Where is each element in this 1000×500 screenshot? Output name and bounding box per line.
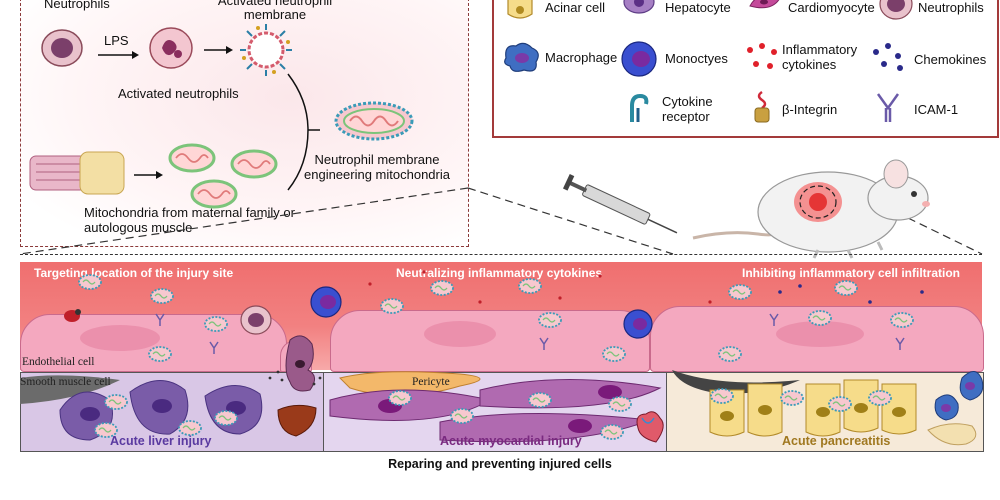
zoom-line-right <box>907 217 983 255</box>
chemokine-dots-icon <box>778 284 924 304</box>
legend-label-cardiomyocyte: Cardiomyocyte <box>788 0 875 15</box>
section-title-inhibiting: Inhibiting inflammatory cell infiltratio… <box>742 266 961 280</box>
neutrophil-icon <box>879 0 913 20</box>
monocyte-icon <box>310 286 342 318</box>
macrophage-icon <box>504 42 539 72</box>
icam-icon <box>155 313 905 354</box>
activated-neutrophil-icon <box>149 27 193 69</box>
legend-label-acinar: Acinar cell <box>545 0 605 15</box>
endothelial-nuclei <box>80 321 864 351</box>
cardiomyocyte-icon <box>479 379 662 409</box>
membrane-vesicle-icon <box>240 24 292 76</box>
macrophage-icon <box>959 371 984 401</box>
engineering-label: Neutrophil membrane engineering mitochon… <box>304 152 450 182</box>
cytokine-receptor-icon <box>630 93 649 122</box>
tissue-title-liver: Acute liver injury <box>110 434 212 448</box>
tissue-contents <box>20 335 984 446</box>
mitochondrion-icon <box>230 149 278 179</box>
engineered-mitochondrion-icon <box>728 284 752 300</box>
muscle-tissue-icon <box>29 151 125 195</box>
hepatocyte-icon <box>204 385 263 435</box>
hepatocyte-icon <box>129 380 189 435</box>
bottom-caption: Reparing and preventing injured cells <box>388 457 612 471</box>
engineered-mitochondrion-icon <box>204 316 228 332</box>
liver-organ-icon <box>277 404 317 437</box>
engineered-mitochondrion-icon <box>150 288 174 304</box>
engineered-mitochondrion-icon <box>334 101 414 141</box>
acinar-cell-icon <box>507 0 533 19</box>
engineered-mitochondrion-icon <box>718 346 742 362</box>
arrow-icon <box>98 51 139 59</box>
vessel-contents <box>64 270 924 362</box>
legend-label-cytokine-receptor: Cytokine receptor <box>662 94 713 124</box>
engineered-mitochondrion-icon <box>834 280 858 296</box>
pancreas-organ-icon <box>927 423 977 446</box>
arrow-icon <box>134 171 163 179</box>
engineered-mitochondrion-icon <box>430 280 454 296</box>
tissue-title-pancreas: Acute pancreatitis <box>782 434 891 448</box>
legend-label-monocytes: Monoctyes <box>665 51 728 66</box>
merge-bracket <box>287 73 320 191</box>
scene-top-border <box>20 254 982 263</box>
chemokine-dots-icon <box>873 43 903 71</box>
engineered-mitochondrion-icon <box>538 312 562 328</box>
monocyte-icon <box>621 41 657 77</box>
mitochondrion-icon <box>190 179 238 209</box>
zoom-line-mid <box>467 187 674 255</box>
hepatocyte-icon <box>623 0 655 14</box>
activated-neutrophils-label: Activated neutrophils <box>118 86 239 101</box>
macrophage-icon <box>934 394 959 421</box>
mitochondrion-icon <box>168 143 216 173</box>
engineered-mitochondrion-icon <box>890 312 914 328</box>
integrin-icon <box>754 90 770 123</box>
heart-organ-icon <box>636 411 664 443</box>
pericyte-label: Pericyte <box>412 376 450 388</box>
blood-vessel-scene: Targeting location of the injury site Ne… <box>20 262 984 452</box>
mitochondria-source-label: Mitochondria from maternal family or aut… <box>84 205 295 235</box>
monocyte-icon <box>623 309 653 339</box>
legend-label-neutrophils: Neutrophils <box>918 0 984 15</box>
smooth-muscle-cell <box>20 375 120 404</box>
legend-label-integrin: β-Integrin <box>782 102 838 117</box>
neutrophil-icon <box>41 29 83 67</box>
engineered-mitochondrion-icon <box>148 346 172 362</box>
pathogen-icon <box>64 309 81 322</box>
cardiomyocyte-icon <box>749 0 780 9</box>
engineered-mitochondrion-icon <box>808 310 832 326</box>
cytokine-dots-icon <box>368 270 712 304</box>
mouse-icon <box>757 159 930 259</box>
engineered-mitochondrion-icon <box>518 278 542 294</box>
legend-label-icam: ICAM-1 <box>914 102 959 117</box>
legend-label-hepatocyte: Hepatocyte <box>665 0 731 15</box>
injection-scene <box>19 159 983 259</box>
engineered-mitochondrion-icon <box>380 298 404 314</box>
legend-box <box>492 0 999 138</box>
endothelial-cell-label: Endothelial cell <box>22 356 95 368</box>
tissue-title-heart: Acute myocardial injury <box>440 434 582 448</box>
neutrophil-icon <box>240 305 272 335</box>
legend-label-cytokines: Inflammatory cytokines <box>782 42 858 72</box>
icam-icon <box>876 93 900 122</box>
mitochondria-group <box>168 143 278 209</box>
section-title-neutralizing: Neutralizing inflammatory cytokines <box>396 266 603 280</box>
legend-label-chemokines: Chemokines <box>914 52 987 67</box>
smooth-muscle-label: Smooth muscle cell <box>20 376 111 388</box>
syringe-icon <box>562 174 678 234</box>
neutrophils-label: Neutrophils <box>44 0 110 11</box>
legend-label-macrophage: Macrophage <box>545 50 618 65</box>
engineered-mitochondrion-icon <box>602 346 626 362</box>
cytokine-dots-icon <box>747 43 777 69</box>
macrophage-icon <box>285 335 315 392</box>
lps-label: LPS <box>104 33 129 48</box>
engineered-mitochondrion-icon <box>78 274 102 290</box>
activated-membrane-label: Activated neutrophil membrane <box>217 0 333 22</box>
arrow-icon <box>204 46 233 54</box>
zoom-line-left <box>19 187 469 255</box>
